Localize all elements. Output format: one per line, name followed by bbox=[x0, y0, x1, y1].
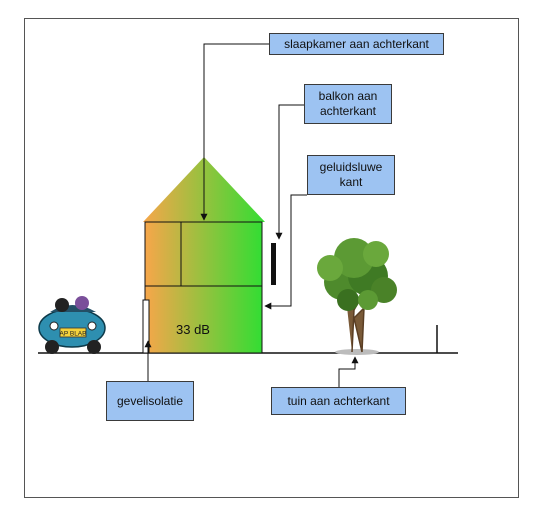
callout-quiet-side: geluidsluwe kant bbox=[307, 155, 395, 195]
facade-insulation-panel bbox=[142, 299, 150, 354]
balcony bbox=[271, 243, 276, 285]
garden-arrow bbox=[338, 356, 359, 387]
callout-insulation-text: gevelisolatie bbox=[116, 393, 184, 408]
callout-garden-text: tuin aan achterkant bbox=[287, 393, 390, 408]
callout-quiet-side-text: geluidsluwe kant bbox=[319, 160, 383, 189]
callout-bedroom: slaapkamer aan achterkant bbox=[269, 33, 444, 55]
callout-garden: tuin aan achterkant bbox=[271, 387, 406, 415]
license-plate: AP BLAB bbox=[60, 331, 87, 338]
callout-bedroom-text: slaapkamer aan achterkant bbox=[284, 36, 429, 51]
tree bbox=[317, 238, 397, 355]
quiet-side-arrow bbox=[264, 194, 307, 310]
callout-insulation: gevelisolatie bbox=[106, 381, 194, 421]
car: AP BLAB bbox=[38, 296, 106, 354]
decibel-label: 33 dB bbox=[176, 322, 210, 337]
house-wall bbox=[144, 221, 263, 354]
callout-balcony-text: balkon aan achterkant bbox=[318, 89, 378, 118]
balcony-arrow bbox=[275, 104, 304, 240]
bedroom-arrow bbox=[200, 43, 269, 221]
callout-balcony: balkon aan achterkant bbox=[304, 84, 392, 124]
